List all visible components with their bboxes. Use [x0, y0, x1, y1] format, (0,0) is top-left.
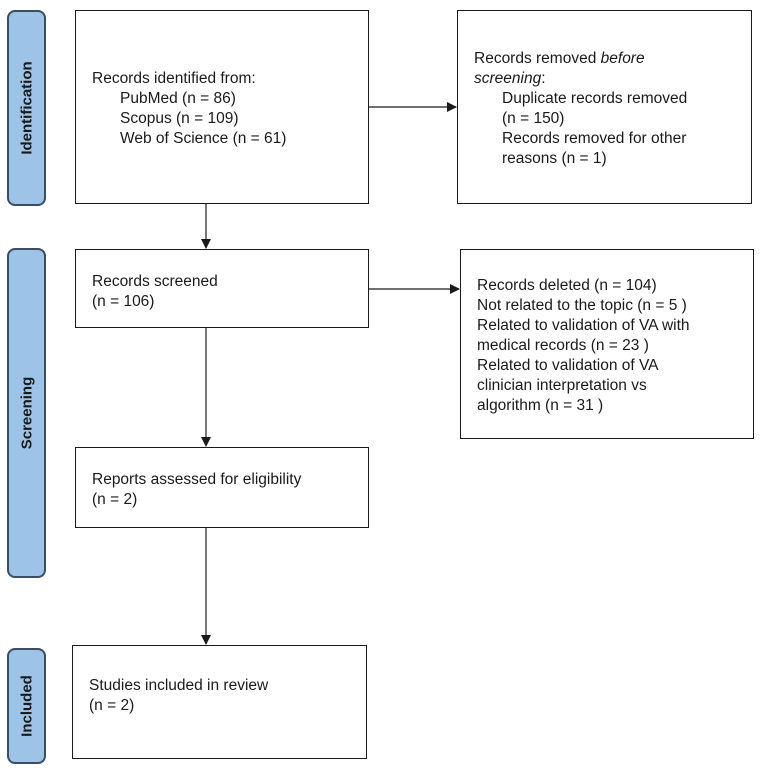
excluded-line-4: medical records (n = 23 )	[477, 337, 649, 354]
source-scopus: Scopus (n = 109)	[120, 110, 239, 127]
excluded-line-7: algorithm (n = 31 )	[477, 397, 604, 414]
studies-included-label: Studies included in review	[89, 677, 269, 694]
excluded-line-3: Related to validation of VA with	[477, 317, 690, 334]
phase-identification: Identification	[7, 10, 46, 206]
records-identified-box: Records identified from: PubMed (n = 86)…	[75, 10, 369, 204]
other-removed: Records removed for other	[502, 130, 687, 147]
excluded-line-1: Records deleted (n = 104)	[477, 277, 657, 294]
eligibility-box: Reports assessed for eligibility (n = 2)	[75, 447, 369, 528]
records-screened-box: Records screened (n = 106)	[75, 249, 369, 328]
phase-included: Included	[7, 648, 46, 764]
excluded-line-6: clinician interpretation vs	[477, 377, 647, 394]
eligibility-label: Reports assessed for eligibility	[92, 471, 302, 488]
duplicates-removed: Duplicate records removed	[502, 90, 688, 107]
records-removed-heading: Records removed before	[474, 50, 645, 67]
records-identified-heading: Records identified from:	[92, 70, 256, 87]
records-removed-box: Records removed before screening: Duplic…	[457, 10, 752, 204]
phase-screening: Screening	[7, 248, 46, 578]
records-screened-count: (n = 106)	[92, 293, 155, 310]
records-excluded-box: Records deleted (n = 104) Not related to…	[460, 249, 754, 439]
excluded-line-2: Not related to the topic (n = 5 )	[477, 297, 687, 314]
excluded-line-5: Related to validation of VA	[477, 357, 659, 374]
source-pubmed: PubMed (n = 86)	[120, 90, 236, 107]
records-screened-label: Records screened	[92, 273, 218, 290]
studies-included-box: Studies included in review (n = 2)	[72, 645, 367, 759]
eligibility-count: (n = 2)	[92, 491, 138, 508]
duplicates-count: (n = 150)	[502, 110, 565, 127]
other-removed-count: reasons (n = 1)	[502, 150, 607, 167]
records-removed-heading-2: screening:	[474, 70, 546, 87]
source-web-of-science: Web of Science (n = 61)	[120, 130, 287, 147]
studies-included-count: (n = 2)	[89, 697, 135, 714]
